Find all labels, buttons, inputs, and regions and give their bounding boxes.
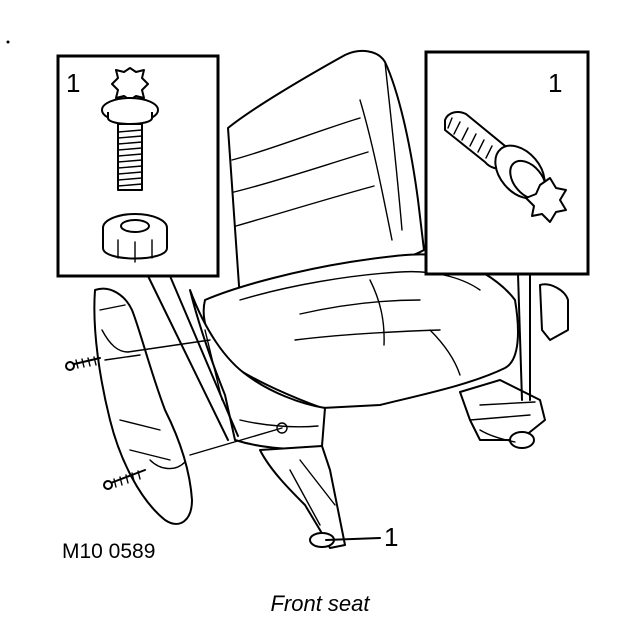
seat-frame — [259, 283, 569, 549]
stray-dot — [6, 40, 10, 44]
panel-screw-upper — [65, 356, 101, 371]
main-view-callout: 1 — [384, 522, 398, 552]
flange-nut-icon — [102, 213, 168, 263]
panel-screw-lower — [103, 469, 146, 490]
torx-bolt-icon — [101, 67, 159, 191]
left-inset-callout: 1 — [66, 68, 80, 98]
alignment-line-lower — [189, 427, 283, 456]
right-inset-leader-1 — [517, 273, 523, 401]
left-inset: 1 — [56, 54, 220, 278]
left-inset-leader-1 — [147, 275, 229, 441]
figure-caption: Front seat — [270, 591, 370, 616]
main-callout-leader — [325, 537, 381, 541]
side-panel-removed — [93, 287, 193, 525]
right-inset: 1 — [424, 50, 590, 276]
alignment-line-upper — [127, 339, 211, 353]
left-inset-leader-2 — [169, 275, 239, 437]
reference-code: M10 0589 — [62, 540, 155, 563]
right-inset-callout: 1 — [548, 68, 562, 98]
torx-bolt-angled-icon — [444, 111, 567, 223]
